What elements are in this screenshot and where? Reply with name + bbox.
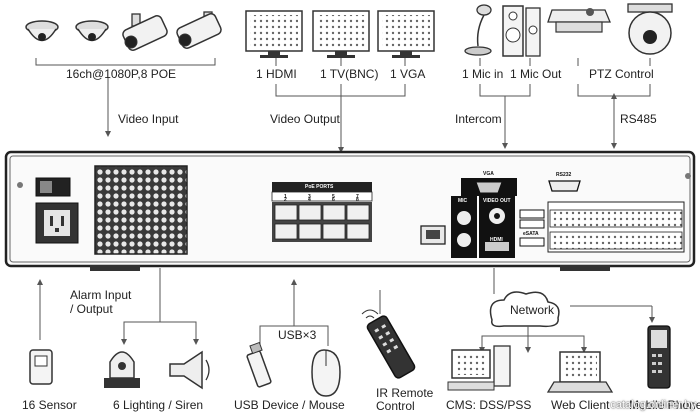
mic-port-label: MIC (458, 198, 468, 204)
speaker-icon (502, 5, 541, 57)
poe-port-number: 1 (284, 194, 287, 200)
hdmi-output-label: 1 HDMI (256, 67, 297, 81)
cms-label: CMS: DSS/PSS (446, 398, 532, 412)
ir-remote-label-line1: IR Remote (376, 386, 434, 400)
power-switch-icon (35, 177, 71, 197)
usb-count-label: USB×3 (278, 328, 317, 342)
usb-device-label: USB Device / Mouse (234, 398, 345, 412)
ptz-keyboard-icon (547, 8, 611, 33)
dome-camera-icon (75, 20, 109, 42)
monitor-icon (377, 10, 435, 58)
speed-dome-camera-icon (627, 3, 673, 55)
mouse-icon (311, 349, 341, 397)
alarm-light-icon (104, 351, 140, 388)
watermark: catalog.onliner.by (610, 399, 696, 411)
sensor-icon (29, 349, 53, 385)
usb-drive-icon (246, 341, 272, 388)
tv-output-label: 1 TV(BNC) (320, 67, 379, 81)
bullet-camera-icon (122, 13, 168, 51)
fan-vent (94, 165, 188, 255)
video-input-label: Video Input (118, 112, 179, 126)
mic-ports (451, 196, 477, 258)
network-label: Network (510, 303, 555, 317)
poe-port-number: 4 (308, 197, 311, 203)
poe-port-number: 3 (308, 194, 311, 200)
dome-camera-icon (25, 20, 59, 42)
mobile-phone-label: Mobile Phone (629, 398, 700, 412)
hdmi-port-icon (479, 236, 515, 258)
laptop-icon (546, 351, 614, 393)
hdmi-port-label: HDMI (490, 237, 503, 243)
rs232-port-icon (548, 180, 581, 192)
siren-icon (169, 350, 210, 390)
poe-ports-label: PoE PORTS (305, 184, 334, 190)
intercom-label: Intercom (455, 112, 502, 126)
ptz-label: PTZ Control (589, 67, 654, 81)
mic-in-label: 1 Mic in (462, 67, 504, 81)
usb-ports (519, 209, 545, 247)
poe-port-number: 2 (284, 197, 287, 203)
bullet-camera-icon (176, 11, 222, 49)
alarm-label-line1: Alarm Input (70, 288, 132, 302)
lan-port-icon (420, 225, 446, 245)
desktop-computer-icon (447, 345, 511, 391)
lighting-siren-label: 6 Lighting / Siren (113, 398, 204, 412)
power-socket-icon (35, 202, 79, 244)
alarm-terminal-block (547, 201, 685, 253)
mobile-phone-icon (647, 325, 671, 389)
web-client-label: Web Client (551, 398, 610, 412)
ir-remote-icon (361, 309, 416, 379)
poe-port-number: 7 (356, 194, 359, 200)
poe-ports (271, 182, 373, 242)
poe-port-number: 5 (332, 194, 335, 200)
vga-port-icon (461, 178, 517, 196)
poe-port-number: 8 (356, 197, 359, 203)
monitor-icon (245, 10, 303, 58)
microphone-icon (464, 4, 492, 56)
rs232-label: RS232 (556, 172, 572, 178)
monitor-icon (312, 10, 370, 58)
rs485-label: RS485 (620, 112, 657, 126)
network-cloud-icon (489, 291, 560, 328)
poe-port-number: 6 (332, 197, 335, 203)
mic-out-label: 1 Mic Out (510, 67, 562, 81)
cameras-label: 16ch@1080P,8 POE (66, 67, 177, 81)
video-out-port-label: VIDEO OUT (483, 198, 511, 204)
alarm-label-line2: / Output (70, 302, 113, 316)
esata-label: eSATA (523, 231, 539, 237)
sensor-label: 16 Sensor (22, 398, 77, 412)
video-out-port (479, 196, 515, 236)
vga-output-label: 1 VGA (390, 67, 426, 81)
vga-port-label: VGA (483, 171, 494, 177)
video-output-label: Video Output (270, 112, 340, 126)
ir-remote-label-line2: Control (376, 399, 415, 413)
